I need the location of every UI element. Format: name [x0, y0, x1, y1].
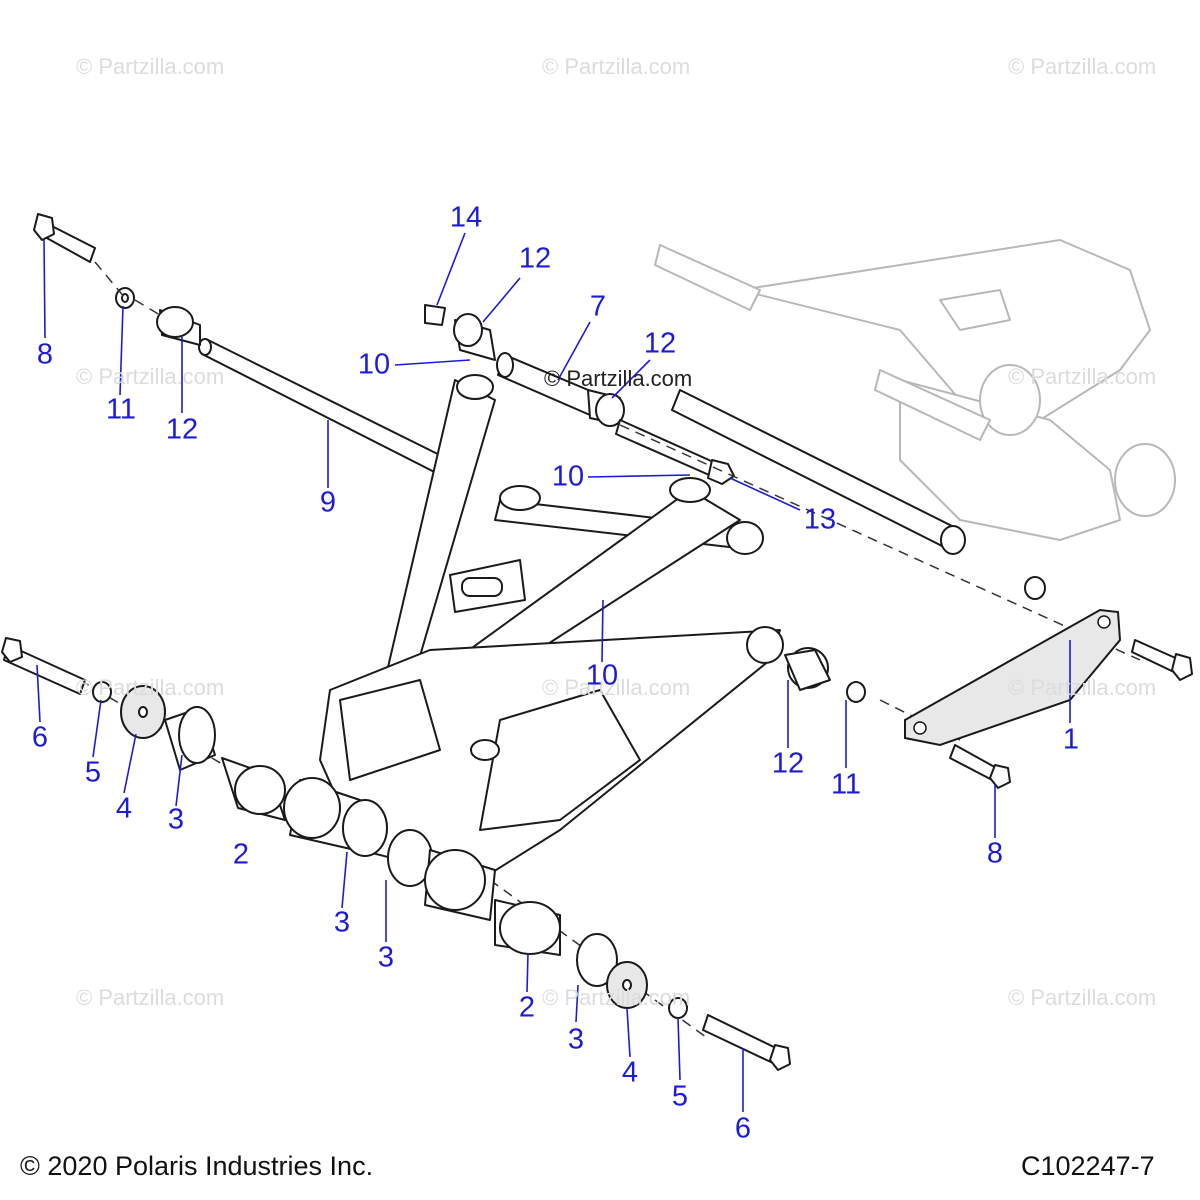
callout-11: 11	[830, 768, 862, 801]
cap-14	[424, 304, 446, 326]
bolt-13	[615, 419, 721, 479]
watermark: © Partzilla.com	[76, 54, 225, 79]
center-watermark: © Partzilla.com	[544, 366, 693, 391]
callout-4: 4	[621, 1056, 639, 1089]
watermark: © Partzilla.com	[76, 985, 225, 1010]
figure-id: C102247-7	[1021, 1151, 1155, 1181]
callout-3: 3	[167, 803, 185, 836]
callout-3: 3	[377, 941, 395, 974]
callout-2: 2	[518, 991, 536, 1024]
watermark: © Partzilla.com	[542, 985, 691, 1010]
callout-11: 11	[105, 393, 137, 426]
plate-1	[904, 608, 1122, 747]
callout-14: 14	[449, 201, 483, 234]
callout-5: 5	[671, 1080, 689, 1113]
swingarm-frame	[319, 374, 784, 881]
watermark: © Partzilla.com	[76, 364, 225, 389]
watermark: © Partzilla.com	[1008, 54, 1157, 79]
copyright-text: © 2020 Polaris Industries Inc.	[20, 1151, 374, 1181]
watermark: © Partzilla.com	[542, 54, 691, 79]
callout-12: 12	[643, 327, 677, 360]
callout-1: 1	[1062, 723, 1080, 756]
callout-4: 4	[115, 792, 133, 825]
callout-5: 5	[84, 756, 102, 789]
callout-13: 13	[803, 503, 837, 536]
callout-8: 8	[36, 338, 54, 371]
watermark: © Partzilla.com	[542, 675, 691, 700]
callout-10: 10	[551, 460, 585, 493]
watermark: © Partzilla.com	[76, 675, 225, 700]
callout-7: 7	[589, 290, 607, 323]
leader-lines	[36, 232, 1071, 1112]
watermark: © Partzilla.com	[1008, 985, 1157, 1010]
callout-3: 3	[567, 1023, 585, 1056]
callout-12: 12	[771, 747, 805, 780]
callout-10: 10	[357, 348, 391, 381]
callout-6: 6	[734, 1112, 752, 1145]
callout-12: 12	[165, 413, 199, 446]
callout-9: 9	[319, 486, 337, 519]
callout-6: 6	[31, 721, 49, 754]
watermark: © Partzilla.com	[1008, 364, 1157, 389]
callout-2: 2	[232, 838, 250, 871]
callout-8: 8	[986, 837, 1004, 870]
ghost-rear-assembly	[654, 239, 1176, 541]
callout-10: 10	[585, 659, 619, 692]
callout-12: 12	[518, 242, 552, 275]
callout-3: 3	[333, 906, 351, 939]
watermark: © Partzilla.com	[1008, 675, 1157, 700]
